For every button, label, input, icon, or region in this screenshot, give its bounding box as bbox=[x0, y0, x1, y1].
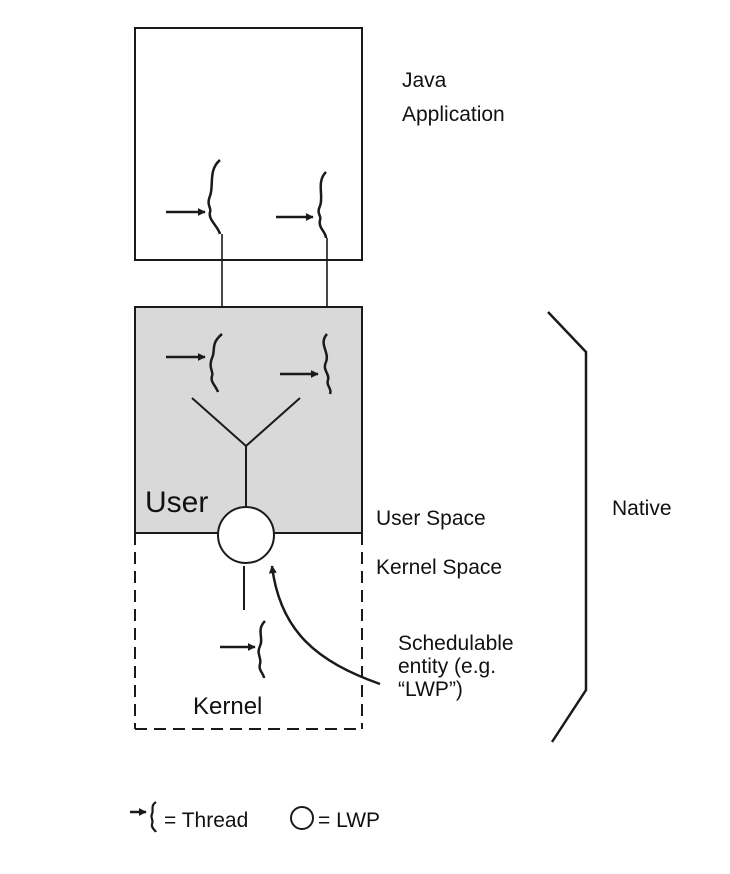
kernel-space-label: Kernel Space bbox=[376, 556, 502, 579]
user-thread-right-icon bbox=[280, 333, 332, 395]
thread-icon bbox=[130, 801, 157, 833]
user-label: User bbox=[145, 486, 208, 519]
legend: = Thread = LWP bbox=[130, 801, 380, 833]
user-space-label: User Space bbox=[376, 507, 486, 530]
native-brace bbox=[547, 311, 588, 743]
lwp-circle-icon bbox=[290, 806, 314, 830]
java-application-box bbox=[134, 27, 363, 261]
kernel-label: Kernel bbox=[193, 693, 262, 720]
legend-thread-label: = Thread bbox=[164, 809, 248, 832]
kernel-space-box bbox=[134, 533, 363, 730]
lwp-circle bbox=[217, 506, 275, 564]
kernel-thread-icon bbox=[220, 620, 266, 679]
schedulable-entity-line3: “LWP”) bbox=[398, 678, 463, 701]
java-application-label-line2: Application bbox=[402, 103, 505, 126]
legend-lwp-label: = LWP bbox=[318, 809, 380, 832]
thread-multiplex-lines bbox=[191, 397, 301, 508]
native-label: Native bbox=[612, 497, 672, 520]
java-thread-left-icon bbox=[166, 159, 222, 235]
schedulable-entity-line2: entity (e.g. bbox=[398, 655, 496, 678]
user-thread-left-icon bbox=[166, 333, 223, 393]
java-thread-right-icon bbox=[276, 171, 328, 239]
schedulable-pointer-arrow bbox=[268, 565, 381, 686]
schedulable-entity-line1: Schedulable bbox=[398, 632, 514, 655]
java-application-label-line1: Java bbox=[402, 69, 447, 92]
